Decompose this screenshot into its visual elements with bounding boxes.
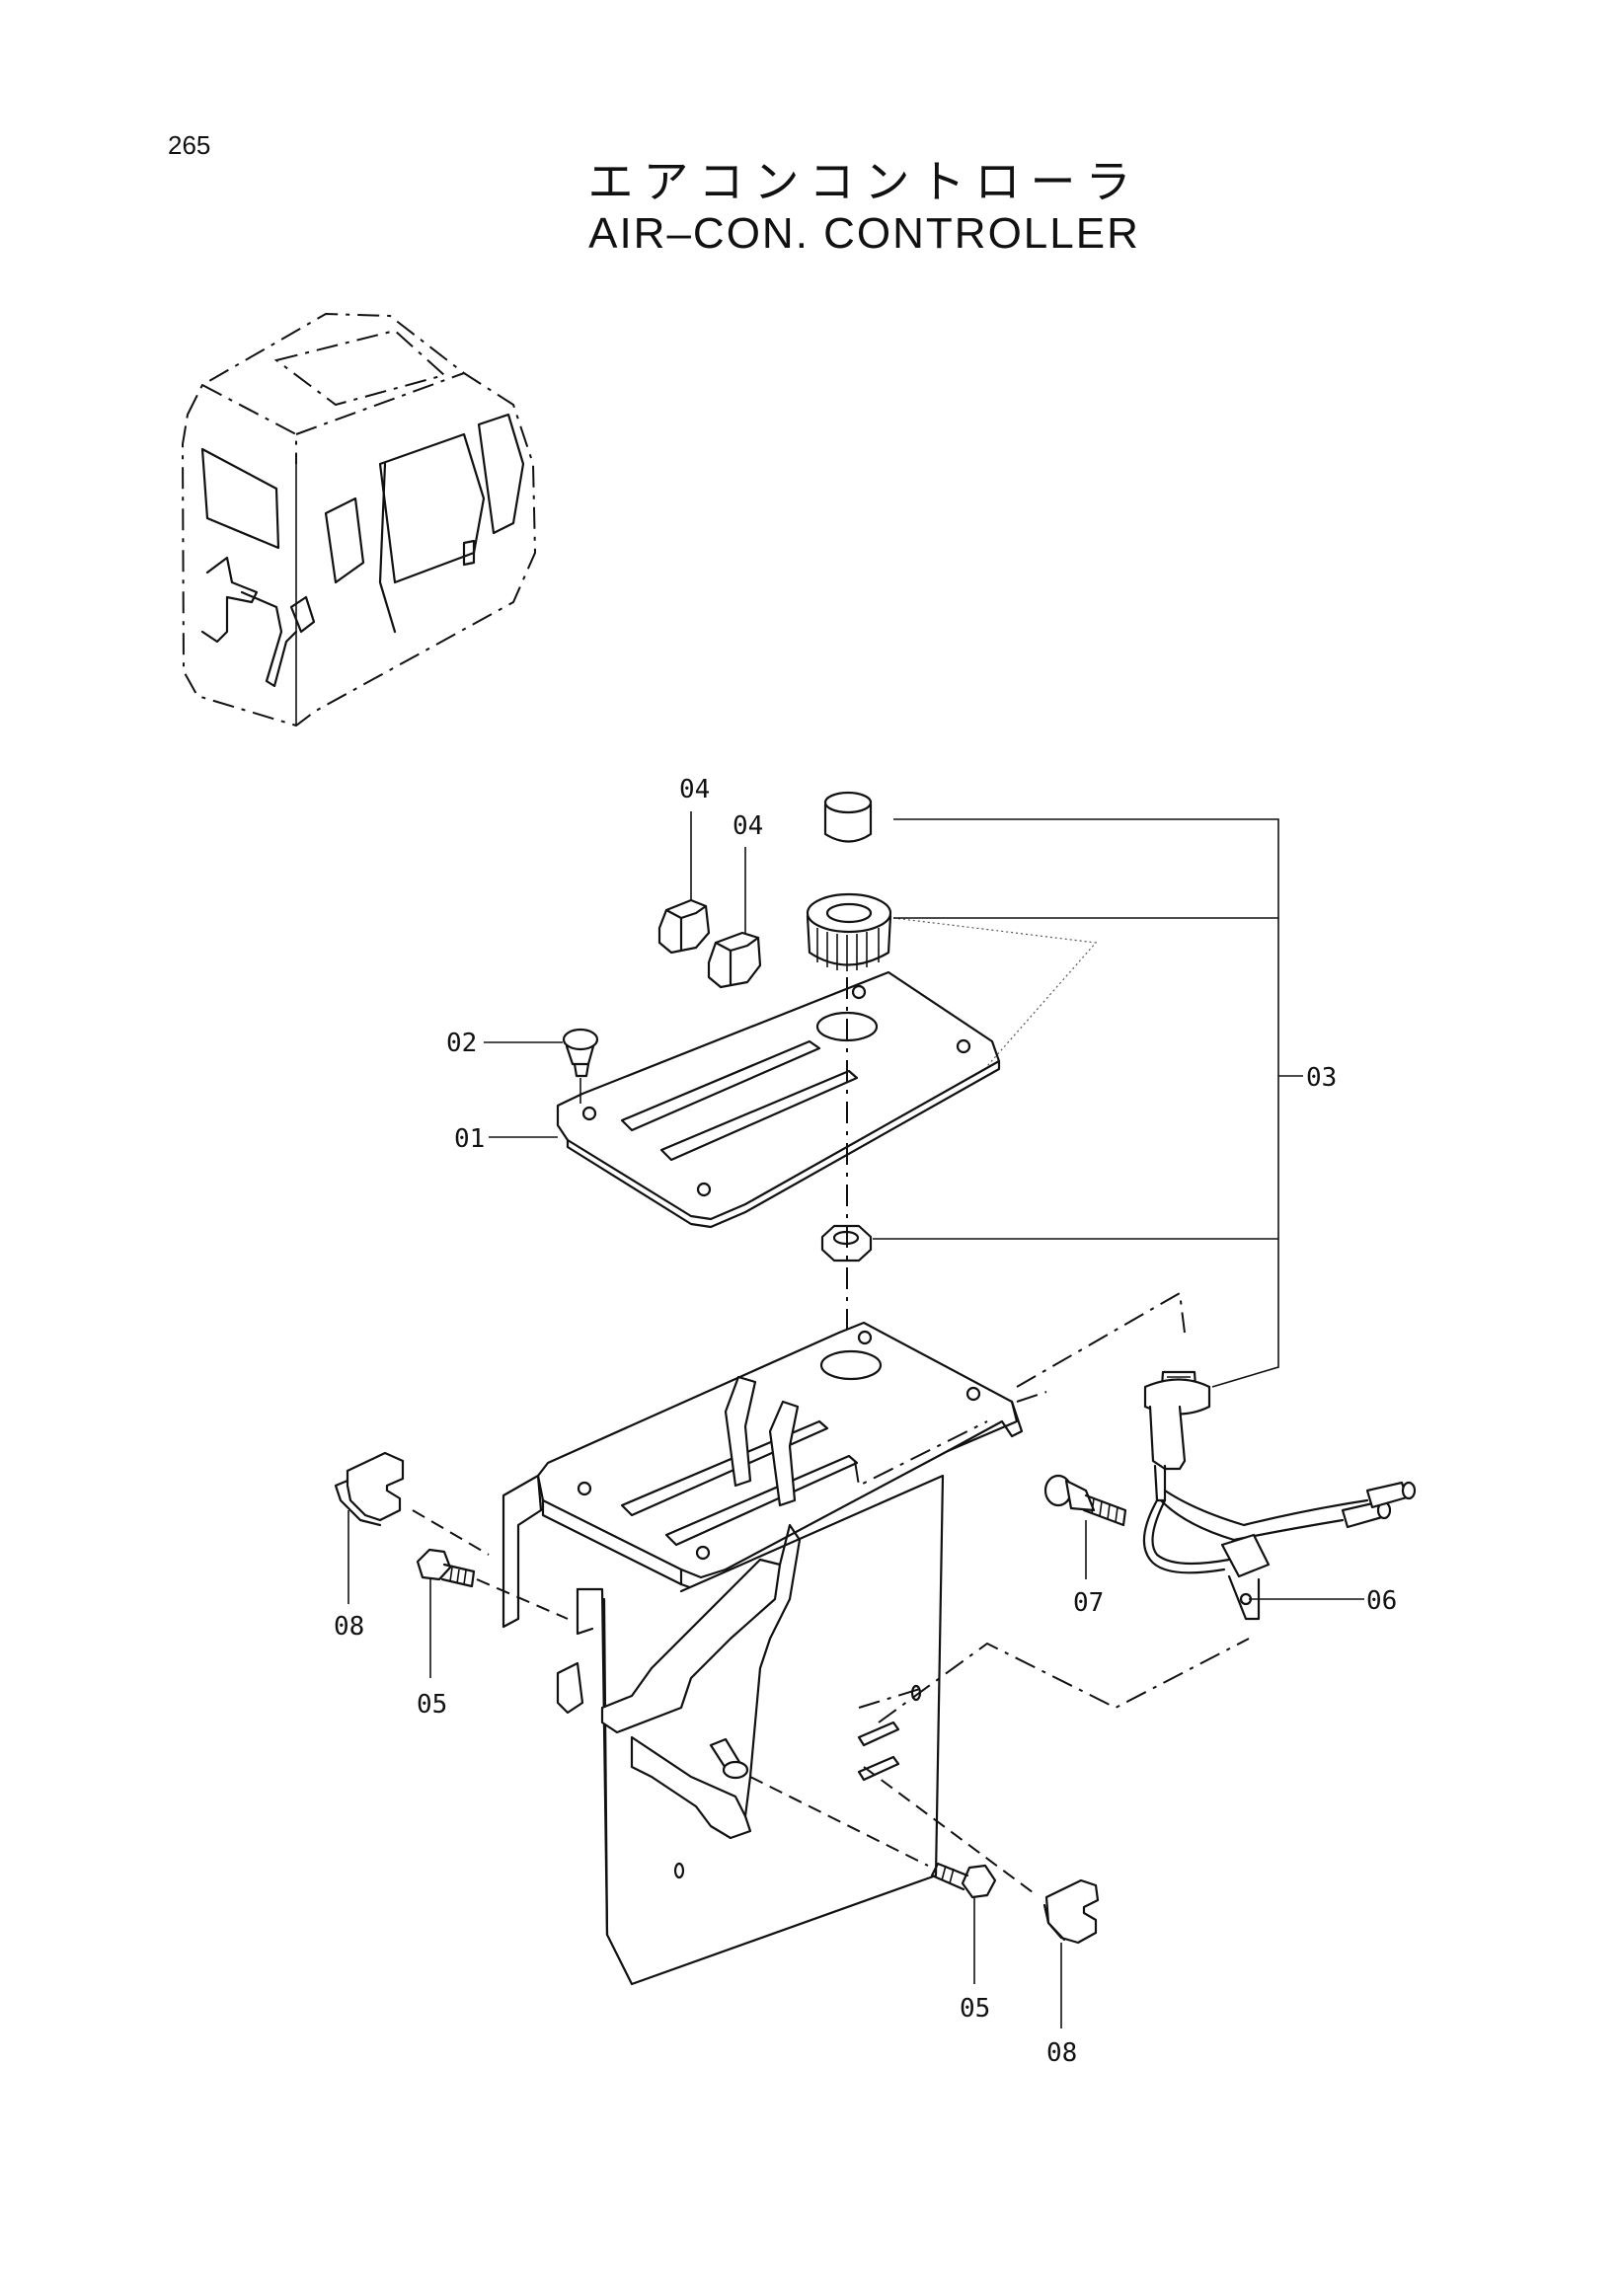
phantom-line-nut xyxy=(854,1420,988,1488)
bolt-part-05-lower xyxy=(749,1776,997,1899)
phantom-line-switch xyxy=(1016,1291,1186,1388)
phantom-line-harness xyxy=(878,1638,1250,1723)
page-title-english: AIR–CON. CONTROLLER xyxy=(588,209,1140,258)
knobs-part-04 xyxy=(657,898,762,989)
bolt-part-05-upper xyxy=(416,1548,569,1620)
page-number: 265 xyxy=(168,130,211,160)
callout-08-right: 08 xyxy=(1046,2038,1077,2068)
phantom-line-body xyxy=(858,1687,924,1709)
knurled-knob xyxy=(806,892,892,971)
clip-part-08-right xyxy=(863,1766,1100,1945)
cab-locator-illustration xyxy=(181,312,537,727)
switch-harness-part-03 xyxy=(1142,1370,1417,1621)
callout-02: 02 xyxy=(446,1029,477,1058)
callout-05-left: 05 xyxy=(417,1690,447,1720)
controller-bracket xyxy=(501,1321,1024,1986)
cover-plate-part-01 xyxy=(556,970,1001,1229)
phantom-line-top xyxy=(1016,1391,1047,1403)
callout-06: 06 xyxy=(1366,1586,1397,1616)
callout-08-left: 08 xyxy=(334,1612,364,1642)
callout-leaders xyxy=(347,811,1364,2028)
callout-03: 03 xyxy=(1306,1063,1337,1093)
screw-part-07 xyxy=(1043,1474,1127,1527)
page-title-japanese: エアコンコントローラ xyxy=(587,155,1141,208)
clip-part-08-left xyxy=(334,1451,490,1556)
callout-04-right: 04 xyxy=(733,811,763,841)
callout-07: 07 xyxy=(1073,1588,1104,1618)
callout-04-left: 04 xyxy=(679,775,710,804)
callout-01: 01 xyxy=(454,1124,485,1154)
leader-dotted xyxy=(892,917,1098,1067)
switch-cap xyxy=(823,791,873,843)
grommet-part-02 xyxy=(562,1028,599,1104)
callout-05-right: 05 xyxy=(960,1994,990,2024)
